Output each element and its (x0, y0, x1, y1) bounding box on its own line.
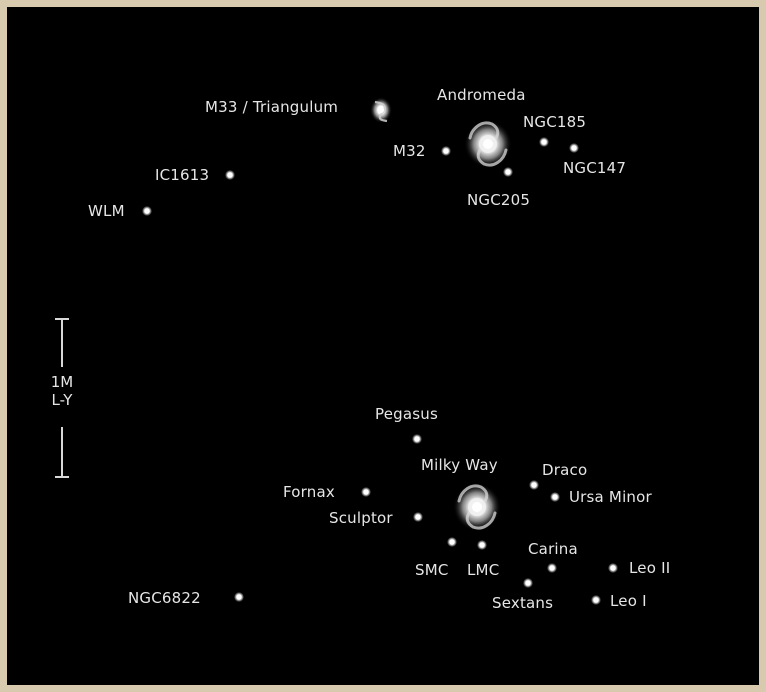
scale-bar (55, 318, 69, 478)
fornax-label: Fornax (283, 483, 335, 501)
ngc205-label: NGC205 (467, 191, 531, 209)
lmc-label: LMC (467, 561, 500, 579)
leo-ii-marker (608, 563, 618, 573)
smc-label: SMC (415, 561, 449, 579)
scale-label-distance: 1M (50, 373, 74, 391)
pegasus-label: Pegasus (375, 405, 438, 423)
pegasus-marker (412, 434, 422, 444)
milky-way-marker (453, 483, 501, 531)
scale-label-unit: L-Y (51, 391, 73, 409)
ic1613-marker (225, 170, 235, 180)
fornax-marker (361, 487, 371, 497)
ngc6822-label: NGC6822 (128, 589, 201, 607)
galaxy-map-canvas (55, 97, 618, 605)
sextans-label: Sextans (492, 594, 554, 612)
m33-marker (370, 97, 392, 123)
wlm-marker (142, 206, 152, 216)
leo-i-marker (591, 595, 601, 605)
ngc6822-marker (234, 592, 244, 602)
carina-marker (547, 563, 557, 573)
ursa-minor-marker (550, 492, 560, 502)
ic1613-label: IC1613 (155, 166, 210, 184)
m32-label: M32 (393, 142, 426, 160)
ngc185-marker (539, 137, 549, 147)
ursa-minor-label: Ursa Minor (569, 488, 652, 506)
leo-ii-label: Leo II (629, 559, 671, 577)
milky-way-label: Milky Way (421, 456, 498, 474)
carina-label: Carina (528, 540, 578, 558)
ngc147-label: NGC147 (563, 159, 627, 177)
ngc147-marker (569, 143, 579, 153)
draco-marker (529, 480, 539, 490)
draco-label: Draco (542, 461, 588, 479)
leo-i-label: Leo I (610, 592, 647, 610)
sculptor-marker (413, 512, 423, 522)
wlm-label: WLM (88, 202, 125, 220)
andromeda-marker (464, 120, 512, 168)
ngc185-label: NGC185 (523, 113, 587, 131)
ngc205-marker (503, 167, 513, 177)
sculptor-label: Sculptor (329, 509, 393, 527)
m32-marker (441, 146, 451, 156)
smc-marker (447, 537, 457, 547)
m33-label: M33 / Triangulum (205, 98, 339, 116)
sextans-marker (523, 578, 533, 588)
andromeda-label: Andromeda (437, 86, 526, 104)
scale-label: 1M L-Y (42, 373, 82, 409)
lmc-marker (477, 540, 487, 550)
